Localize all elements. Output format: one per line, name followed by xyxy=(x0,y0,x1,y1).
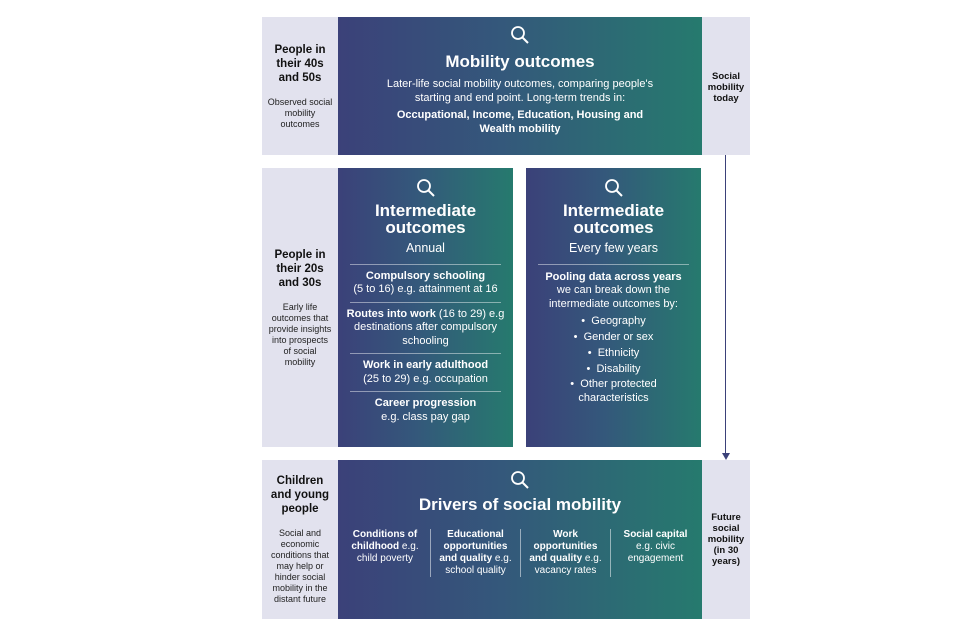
box-title: Intermediate outcomes xyxy=(562,201,665,237)
outcome-item: Routes into work (16 to 29) e.g destinat… xyxy=(346,307,505,347)
frequency-label: Annual xyxy=(406,241,445,255)
frequency-label: Every few years xyxy=(569,241,658,255)
box-desc: Later-life social mobility outcomes, com… xyxy=(386,78,654,104)
outcome-item: Compulsory schooling(5 to 16) e.g. attai… xyxy=(353,269,498,296)
breakdown-item: • Other protected characteristics xyxy=(570,378,657,404)
row3-right-label: Future social mobility (in 30 years) xyxy=(702,460,750,619)
breakdown-item: • Gender or sex xyxy=(573,331,654,343)
pooling-heading: Pooling data across years xyxy=(545,270,682,283)
magnifier-icon xyxy=(416,178,436,198)
timeframe-label: Future social mobility (in 30 years) xyxy=(707,512,745,567)
intermediate-annual-box: Intermediate outcomes Annual Compulsory … xyxy=(338,168,513,447)
box-title: Drivers of social mobility xyxy=(418,495,622,514)
age-group-desc: Observed social mobility outcomes xyxy=(267,96,333,129)
box-title: Intermediate outcomes xyxy=(374,201,477,237)
row3-left-label: Children and young people Social and eco… xyxy=(262,460,338,619)
age-group-heading: Children and young people xyxy=(270,475,330,515)
box-title: Mobility outcomes xyxy=(445,52,595,71)
arrow-head-icon xyxy=(722,453,730,460)
age-group-desc: Social and economic conditions that may … xyxy=(270,528,330,604)
timeline-arrow xyxy=(725,155,726,455)
driver-item: Educational opportunities and quality e.… xyxy=(430,529,520,577)
driver-item: Conditions of childhood e.g. child pover… xyxy=(351,529,419,564)
mobility-outcomes-box: Mobility outcomes Later-life social mobi… xyxy=(338,17,702,155)
intermediate-few-years-box: Intermediate outcomes Every few years Po… xyxy=(526,168,701,447)
driver-item: Work opportunities and quality e.g. vaca… xyxy=(520,529,610,577)
row2-left-label: People in their 20s and 30s Early life o… xyxy=(262,168,338,447)
age-group-desc: Early life outcomes that provide insight… xyxy=(268,301,332,367)
drivers-box: Drivers of social mobility Conditions of… xyxy=(338,460,702,619)
timeframe-label: Social mobility today xyxy=(707,71,745,104)
magnifier-icon xyxy=(510,25,530,45)
breakdown-item: • Ethnicity xyxy=(587,347,640,359)
magnifier-icon xyxy=(510,470,530,490)
outcome-item: Work in early adulthood(25 to 29) e.g. o… xyxy=(362,359,489,385)
box-desc-bold: Occupational, Income, Education, Housing… xyxy=(396,109,644,135)
magnifier-icon xyxy=(604,178,624,198)
breakdown-item: • Geography xyxy=(581,315,646,327)
row1-left-label: People in their 40s and 50s Observed soc… xyxy=(262,17,338,155)
pooling-desc: we can break down the intermediate outco… xyxy=(548,284,678,310)
driver-item: Social capital e.g. civic engagement xyxy=(610,529,700,577)
age-group-heading: People in their 40s and 50s xyxy=(274,43,326,84)
row1-right-label: Social mobility today xyxy=(702,17,750,155)
breakdown-item: • Disability xyxy=(586,363,641,375)
age-group-heading: People in their 20s and 30s xyxy=(274,248,326,289)
